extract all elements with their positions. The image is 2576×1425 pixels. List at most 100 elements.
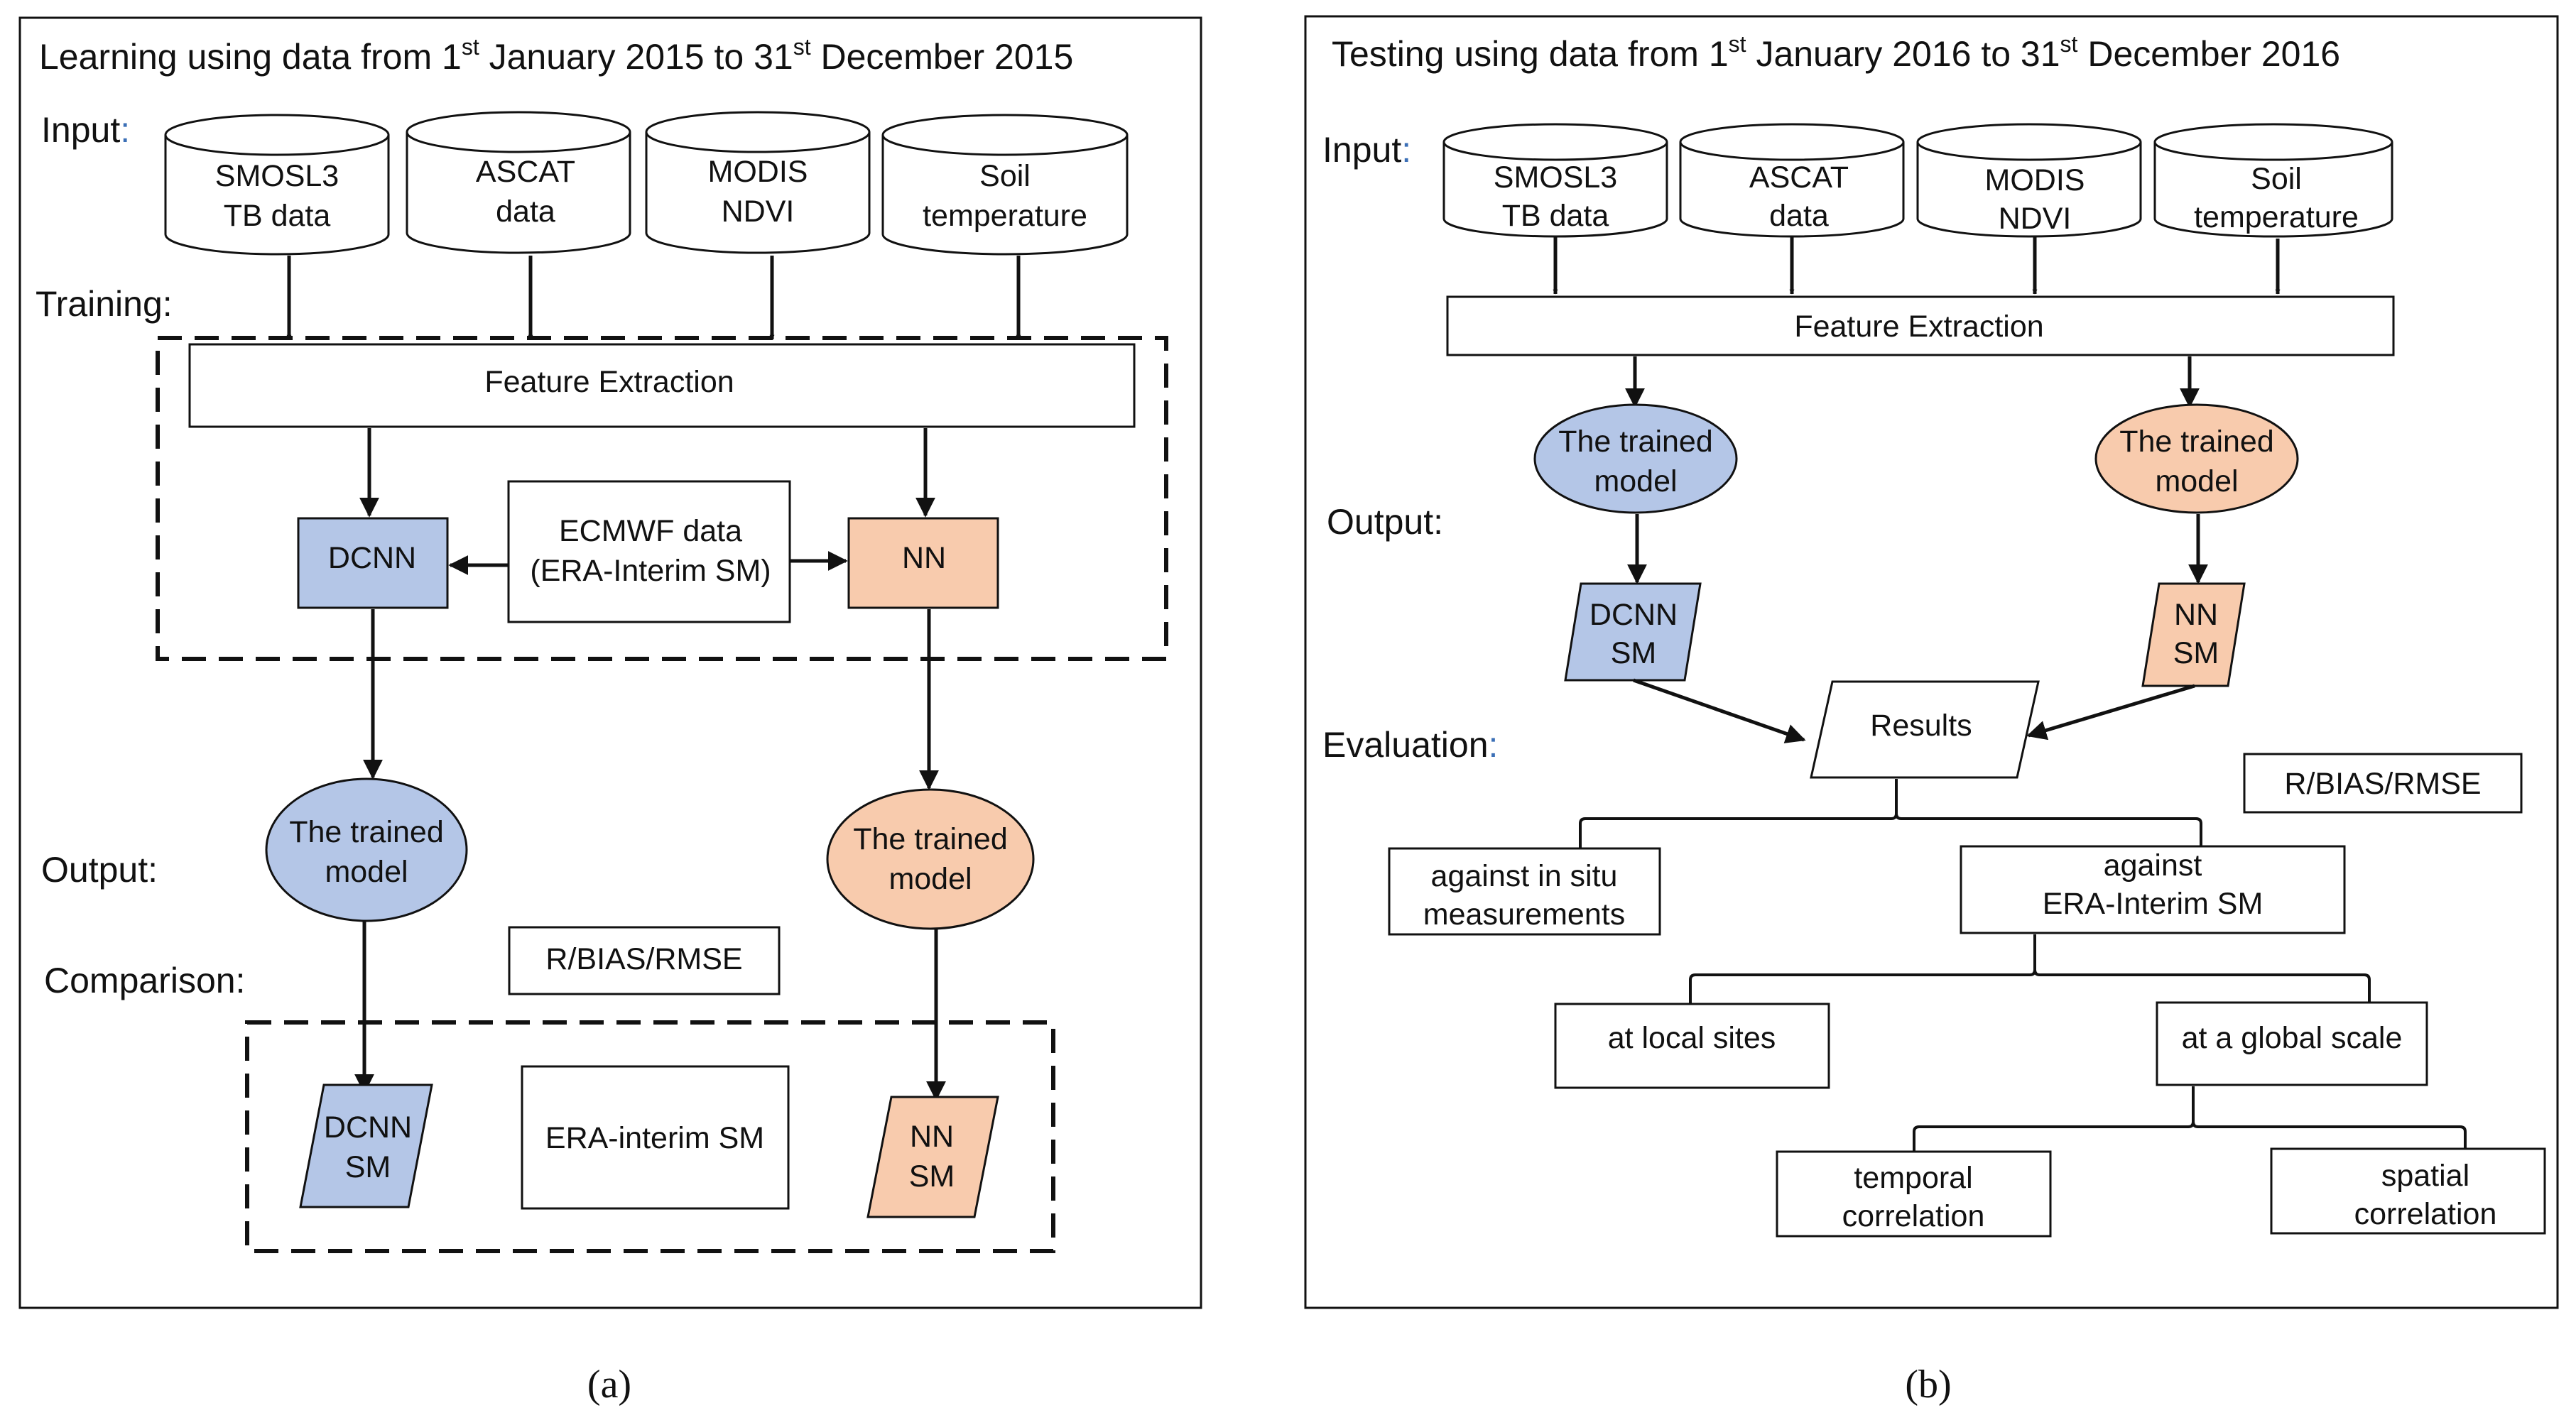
insitu-box [1388,847,1661,936]
cylinder-modis: MODIS NDVI [1916,123,2142,238]
ecmwf-box [507,480,791,623]
cylinder-label: TB data [224,199,331,233]
input-label: Input: [41,110,130,150]
feature-extraction-label: Feature Extraction [484,365,734,399]
comparison-label: Comparison: [44,961,245,1000]
global-scale-box [2156,1001,2428,1086]
temporal-box [1776,1150,2052,1238]
trained-model-label: The trained [289,815,444,849]
era-interim-box [521,1065,790,1210]
cylinder-label: NDVI [1999,202,2072,236]
fe-arrows [359,428,935,518]
era-interim-label: ERA-interim SM [545,1121,764,1155]
trained-model-label: model [2155,464,2238,498]
insitu-label: against in situ [1431,859,1618,893]
insitu-label: measurements [1423,897,1625,932]
era-box [1960,845,2346,934]
fe-arrows [1625,356,2200,408]
nn-sm-label: NN [910,1120,954,1154]
era-label: ERA-Interim SM [2043,887,2263,921]
cylinder-label: SMOSL3 [215,159,339,193]
feature-extraction-label: Feature Extraction [1794,310,2043,344]
cylinder-label: NDVI [722,195,795,229]
nn-label: NN [902,541,946,575]
cylinder-label: temperature [923,199,1087,233]
temporal-label: correlation [1842,1199,1985,1233]
model-arrows [1627,514,2208,584]
panel-a: Learning using data from 1st January 201… [18,16,1202,1407]
trained-model-label: The trained [853,822,1008,856]
temporal-label: temporal [1854,1161,1972,1195]
results-label: Results [1870,709,1972,743]
cylinder-label: ASCAT [1749,160,1849,195]
spatial-box [2270,1147,2546,1235]
feature-extraction-box [188,343,1136,428]
spatial-label: correlation [2354,1197,2497,1231]
metrics-label: R/BIAS/RMSE [2284,767,2481,801]
nn-box [847,517,999,609]
cylinder-label: temperature [2194,200,2359,234]
trained-model-label: model [325,855,408,889]
cylinder-label: SMOSL3 [1494,160,1617,195]
panel-a-title: Learning using data from 1st January 201… [39,34,1073,77]
output-label: Output: [1327,502,1443,542]
cylinder-ascat: ASCAT data [1679,123,1905,238]
cylinder-label: TB data [1502,199,1609,233]
results-shape [1810,680,2040,779]
dcnn-sm-label: SM [1611,636,1657,670]
cylinder-soil: Soil temperature [881,114,1129,256]
caption-b: (b) [1905,1363,1951,1407]
cylinder-label: data [496,195,555,229]
nn-sm-label: SM [909,1159,955,1194]
evaluation-label: Evaluation: [1322,725,1498,765]
nn-sm-shape [2141,582,2246,687]
trained-model-nn [826,788,1035,930]
ecmwf-label: ECMWF data [559,514,742,548]
cylinder-smos: SMOSL3 TB data [1442,123,1668,238]
dcnn-box [297,517,449,609]
ecmwf-label: (ERA-Interim SM) [530,554,771,588]
dcnn-sm-label: DCNN [324,1110,412,1145]
era-bracket [1689,934,2371,1004]
trained-model-label: The trained [1558,425,1713,459]
metrics-box [2243,753,2523,814]
trained-model-dcnn [1533,403,1738,514]
global-scale-label: at a global scale [2182,1021,2403,1055]
cylinder-ascat: ASCAT data [406,111,631,254]
trained-model-label: model [888,862,972,896]
dcnn-sm-label: SM [345,1150,391,1184]
panel-b-title: Testing using data from 1st January 2016… [1332,31,2340,74]
dcnn-sm-shape [1564,582,1702,682]
dcnn-sm-shape [299,1083,433,1208]
cylinder-smos: SMOSL3 TB data [164,114,390,256]
cylinder-label: MODIS [1985,163,2085,197]
training-dashed-box [156,336,1168,661]
cylinder-modis: MODIS NDVI [645,111,871,254]
cylinder-label: MODIS [708,155,808,189]
model-arrows [363,609,939,790]
global-bracket [1913,1086,2467,1152]
input-arrows [286,256,1021,340]
results-bracket [1579,779,2202,848]
dcnn-label: DCNN [328,541,416,575]
cylinder-label: Soil [979,159,1031,193]
caption-a: (a) [587,1363,631,1407]
comparison-arrows [354,922,946,1101]
trained-model-label: model [1594,464,1677,498]
metrics-box [508,926,781,995]
nn-sm-label: SM [2173,636,2219,670]
cylinder-label: Soil [2251,162,2302,196]
trained-model-dcnn [265,777,468,922]
spatial-label: spatial [2381,1159,2469,1193]
era-label: against [2104,848,2202,883]
local-sites-label: at local sites [1608,1021,1776,1055]
output-label: Output: [41,850,158,890]
trained-model-label: The trained [2119,425,2274,459]
cylinder-soil: Soil temperature [2153,123,2393,238]
nn-sm-shape [866,1096,999,1218]
local-sites-box [1554,1003,1830,1089]
metrics-label: R/BIAS/RMSE [545,942,742,976]
input-arrows [1553,236,2281,295]
panel-a-frame [18,16,1202,1309]
